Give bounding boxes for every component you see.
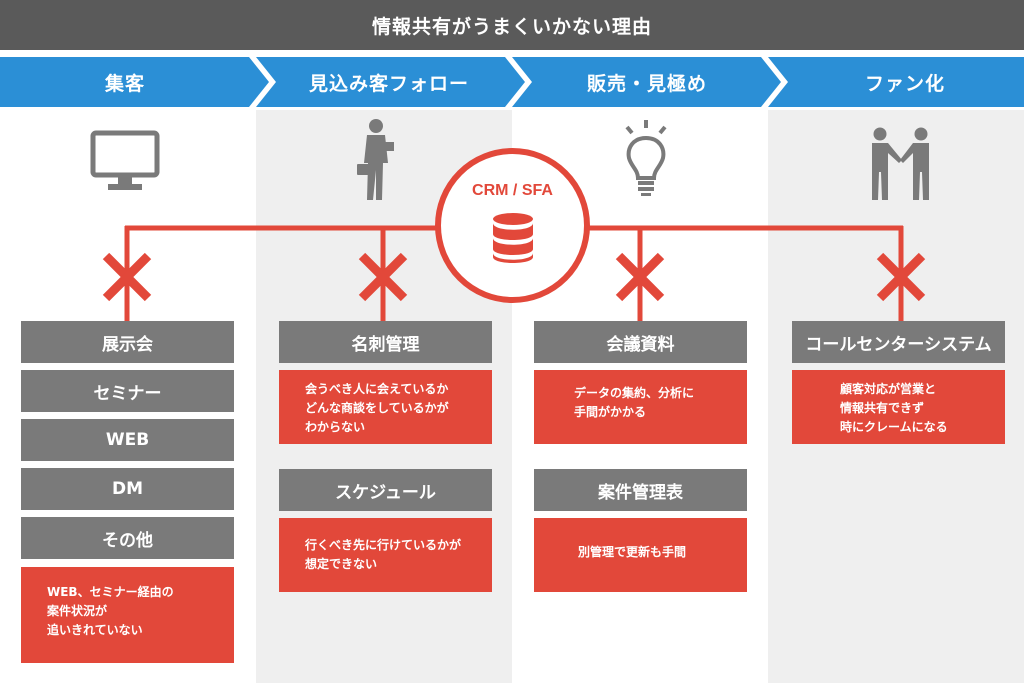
item-meeting-materials: 会議資料 [534, 321, 747, 363]
handshake-icon [872, 127, 929, 200]
page-title: 情報共有がうまくいかない理由 [0, 0, 1024, 50]
stage-arrow-3 [768, 57, 1024, 107]
hub-label: CRM / SFA [472, 182, 553, 199]
issue-box: データの集約、分析に 手間がかかる [534, 370, 747, 444]
database-icon [493, 213, 533, 263]
item-other: その他 [21, 517, 234, 559]
item-seminar: セミナー [21, 370, 234, 412]
businessman-walking-icon [357, 119, 394, 200]
item-exhibition: 展示会 [21, 321, 234, 363]
crm-sfa-hub: CRM / SFA [435, 148, 590, 303]
item-web: WEB [21, 419, 234, 461]
stage-label-fan: ファン化 [864, 72, 945, 95]
x-mark-icon [358, 252, 408, 302]
issue-box: 会うべき人に会えているか どんな商談をしているかが わからない [279, 370, 492, 444]
issue-box: 行くべき先に行けているかが 想定できない [279, 518, 492, 592]
lightbulb-icon [625, 120, 667, 196]
stage-arrow-1 [256, 57, 525, 107]
item-call-center-system: コールセンターシステム [792, 321, 1005, 363]
stage-process-bar [0, 57, 1024, 107]
x-mark-icon [102, 252, 152, 302]
monitor-icon [90, 130, 160, 190]
stage-label-sales: 販売・見極め [586, 72, 707, 95]
x-mark-icon [876, 252, 926, 302]
item-business-card-management: 名刺管理 [279, 321, 492, 363]
stage-label-acquisition: 集客 [104, 72, 145, 95]
issue-box: WEB、セミナー経由の 案件状況が 追いきれていない [21, 567, 234, 663]
stage-arrow-2 [512, 57, 781, 107]
issue-box: 顧客対応が営業と 情報共有できず 時にクレームになる [792, 370, 1005, 444]
x-mark-icon [615, 252, 665, 302]
item-deal-management-sheet: 案件管理表 [534, 469, 747, 511]
item-schedule: スケジュール [279, 469, 492, 511]
stage-arrow-0 [0, 57, 269, 107]
stage-label-follow-up: 見込み客フォロー [308, 72, 469, 95]
issue-box: 別管理で更新も手間 [534, 518, 747, 592]
item-dm: DM [21, 468, 234, 510]
